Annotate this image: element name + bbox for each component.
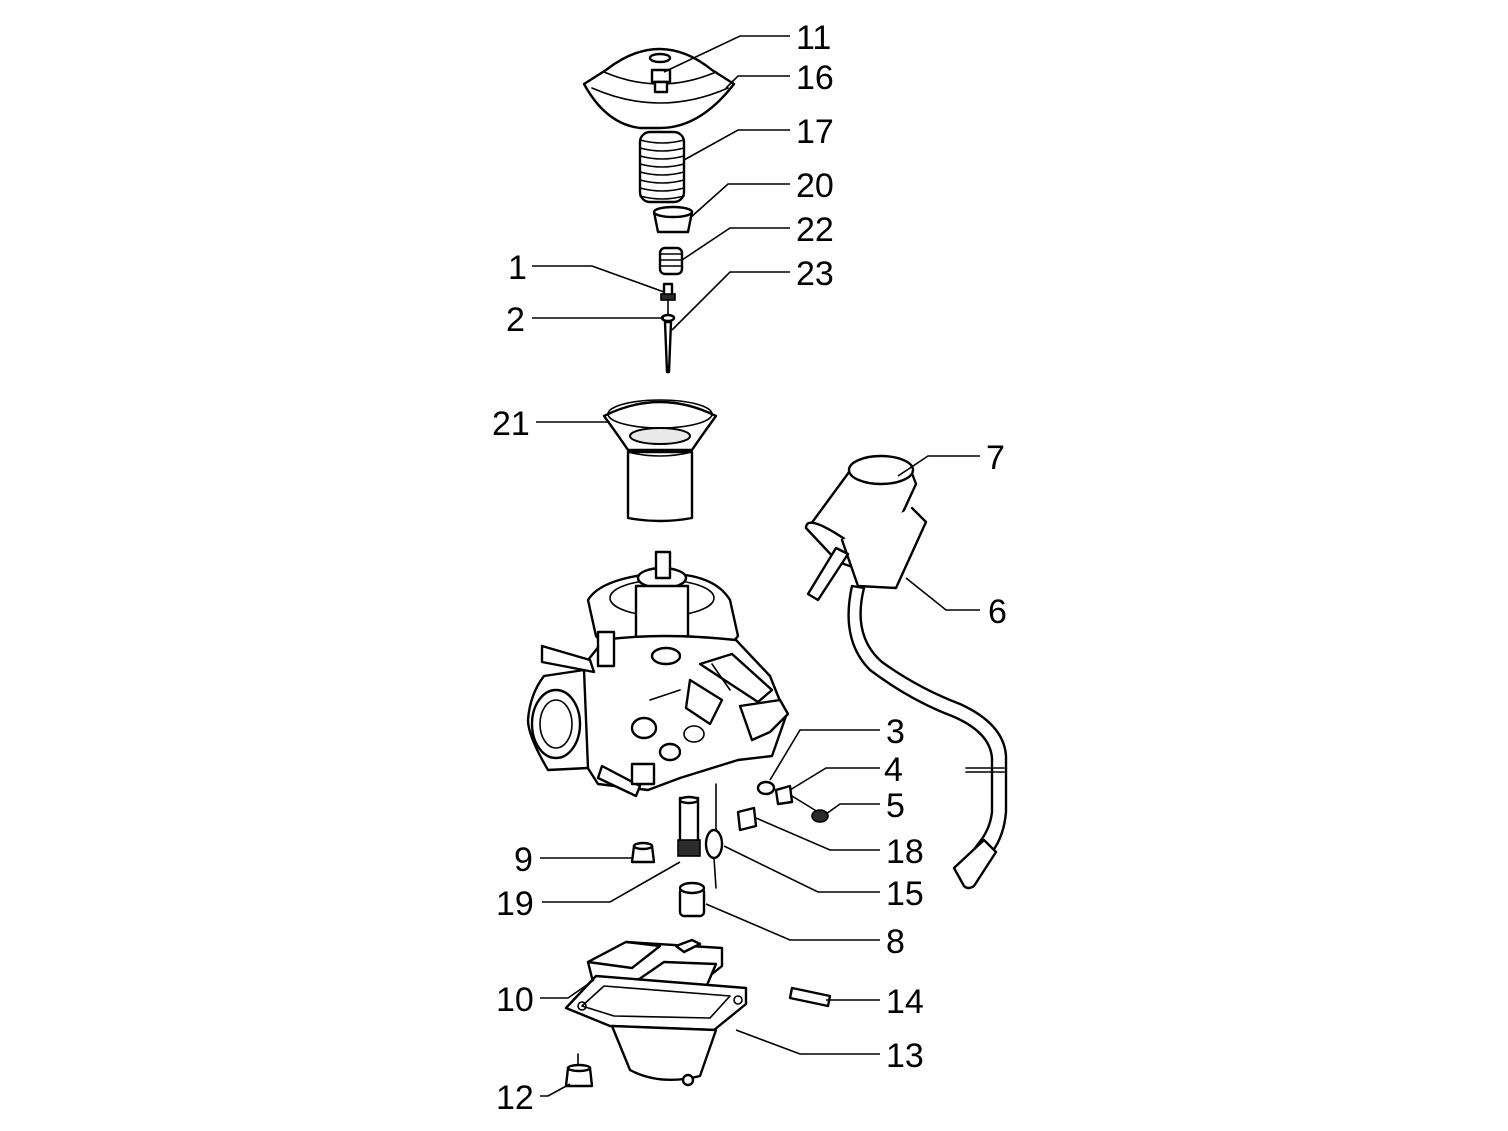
small-jet-part [736, 806, 758, 832]
o-ring-part [756, 780, 776, 796]
leader-line-5 [825, 803, 880, 815]
leader-lines [532, 35, 980, 1097]
float-pin-part [788, 986, 832, 1008]
callout-14: 14 [886, 983, 924, 1021]
main-jet-part [704, 783, 724, 889]
idle-screw-part [791, 795, 829, 823]
drain-screw-part [564, 1053, 594, 1088]
callout-19: 19 [496, 885, 534, 923]
leader-line-6 [905, 577, 980, 611]
diaphragm-slide-part [602, 399, 718, 523]
callout-23: 23 [796, 255, 834, 293]
washer-part [774, 784, 794, 806]
callout-3: 3 [886, 713, 905, 751]
callout-16: 16 [796, 59, 834, 97]
callout-18: 18 [886, 833, 924, 871]
jet-needle-part [660, 282, 676, 374]
callout-8: 8 [886, 923, 905, 961]
callout-5: 5 [886, 787, 905, 825]
callout-6: 6 [988, 593, 1007, 631]
float-valve-part [678, 881, 706, 918]
callout-7: 7 [986, 439, 1005, 477]
leader-line-13 [735, 1029, 880, 1055]
cover-screw-part [650, 68, 672, 94]
callout-21: 21 [492, 405, 530, 443]
carburetor-body-part [526, 550, 790, 798]
leader-line-11 [663, 35, 790, 73]
leader-line-15 [723, 845, 880, 893]
callout-2: 2 [506, 301, 525, 339]
spring-part [638, 130, 686, 204]
callout-9: 9 [514, 841, 533, 879]
leader-line-18 [755, 817, 880, 851]
leader-line-17 [683, 129, 790, 161]
callout-15: 15 [886, 875, 924, 913]
callout-17: 17 [796, 113, 834, 151]
callout-22: 22 [796, 211, 834, 249]
leader-line-19 [542, 861, 681, 903]
small-spring-part [658, 246, 684, 276]
leader-line-4 [789, 767, 880, 791]
leader-line-3 [769, 729, 880, 781]
leader-line-7 [897, 455, 980, 477]
leader-line-16 [725, 75, 790, 89]
callout-10: 10 [496, 981, 534, 1019]
callout-4: 4 [884, 751, 903, 789]
emulsion-tube-part [677, 795, 701, 857]
needle-retainer-part [652, 205, 694, 234]
callout-13: 13 [886, 1037, 924, 1075]
leader-line-8 [705, 903, 880, 941]
plug-part [630, 841, 656, 864]
callout-12: 12 [496, 1079, 534, 1117]
leader-line-1 [532, 265, 665, 293]
callout-20: 20 [796, 167, 834, 205]
float-bowl-part [564, 974, 748, 1087]
leader-line-20 [689, 183, 790, 219]
callout-11: 11 [796, 19, 831, 57]
leader-line-10 [540, 979, 595, 999]
leader-line-12 [540, 1083, 571, 1097]
starter-unit-part [804, 454, 1008, 890]
leader-line-23 [671, 271, 790, 331]
leader-line-22 [681, 227, 790, 261]
callout-labels: 11 16 17 20 22 23 1 2 21 7 6 3 4 5 18 9 … [492, 19, 1007, 1117]
callout-1: 1 [508, 249, 527, 287]
